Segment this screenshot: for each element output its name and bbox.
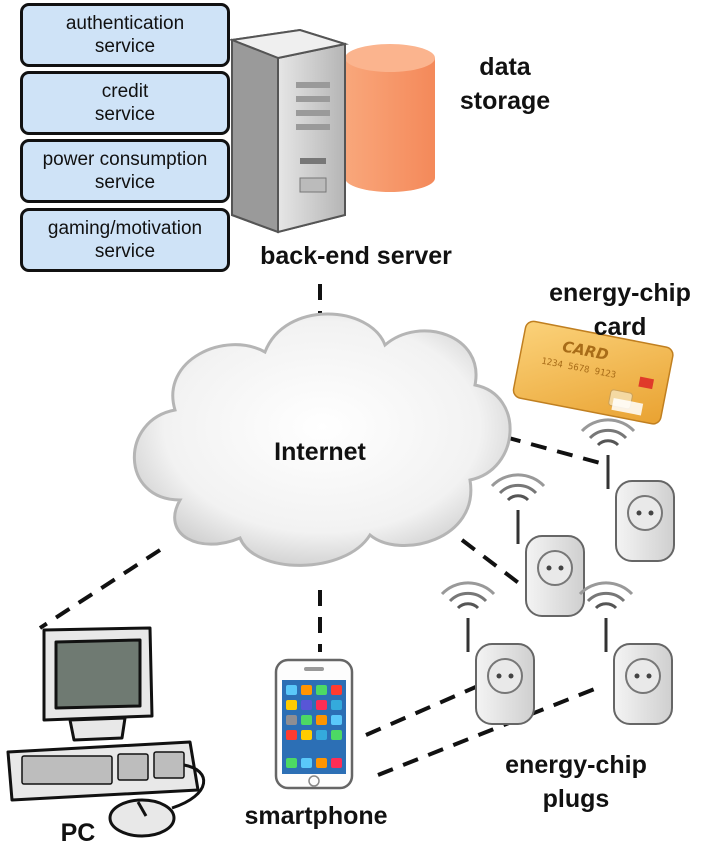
server-icon [228, 28, 349, 234]
plug-icon-mid [492, 475, 584, 616]
plug-icon-right [580, 583, 672, 724]
energy-chip-card-label: energy-chip card [549, 279, 691, 341]
energy-chip-card-icon: CARD 1234 5678 9123 [512, 320, 674, 425]
pc-icon [6, 626, 205, 838]
link-internet-plug-mid [460, 538, 522, 586]
gaming-motivation-service-box: gaming/motivation service [20, 208, 230, 272]
link-internet-plug-top-right [504, 435, 601, 465]
energy-chip-plugs-label: energy-chip plugs [505, 751, 647, 813]
power-consumption-service-label: power consumption service [42, 149, 208, 193]
smartphone-icon [274, 658, 354, 790]
authentication-service-label: authentication service [65, 13, 185, 57]
data-storage-cylinder [345, 44, 435, 192]
power-consumption-service-box: power consumption service [20, 139, 230, 203]
plug-icon-top-right [582, 420, 674, 561]
internet-cloud [132, 312, 512, 567]
authentication-service-box: authentication service [20, 3, 230, 67]
credit-service-label: credit service [94, 81, 156, 125]
link-smartphone-plug-right [377, 684, 603, 777]
credit-service-box: credit service [20, 71, 230, 135]
plug-icon-left [442, 583, 534, 724]
link-smartphone-plug-left [365, 684, 479, 737]
internet-label: Internet [274, 438, 366, 466]
backend-server-label: back-end server [260, 242, 452, 270]
link-internet-pc [38, 548, 162, 630]
pc-label: PC [60, 819, 96, 847]
gaming-motivation-service-label: gaming/motivation service [47, 218, 203, 262]
smartphone-label: smartphone [244, 802, 388, 830]
data-storage-label: data storage [459, 53, 551, 115]
